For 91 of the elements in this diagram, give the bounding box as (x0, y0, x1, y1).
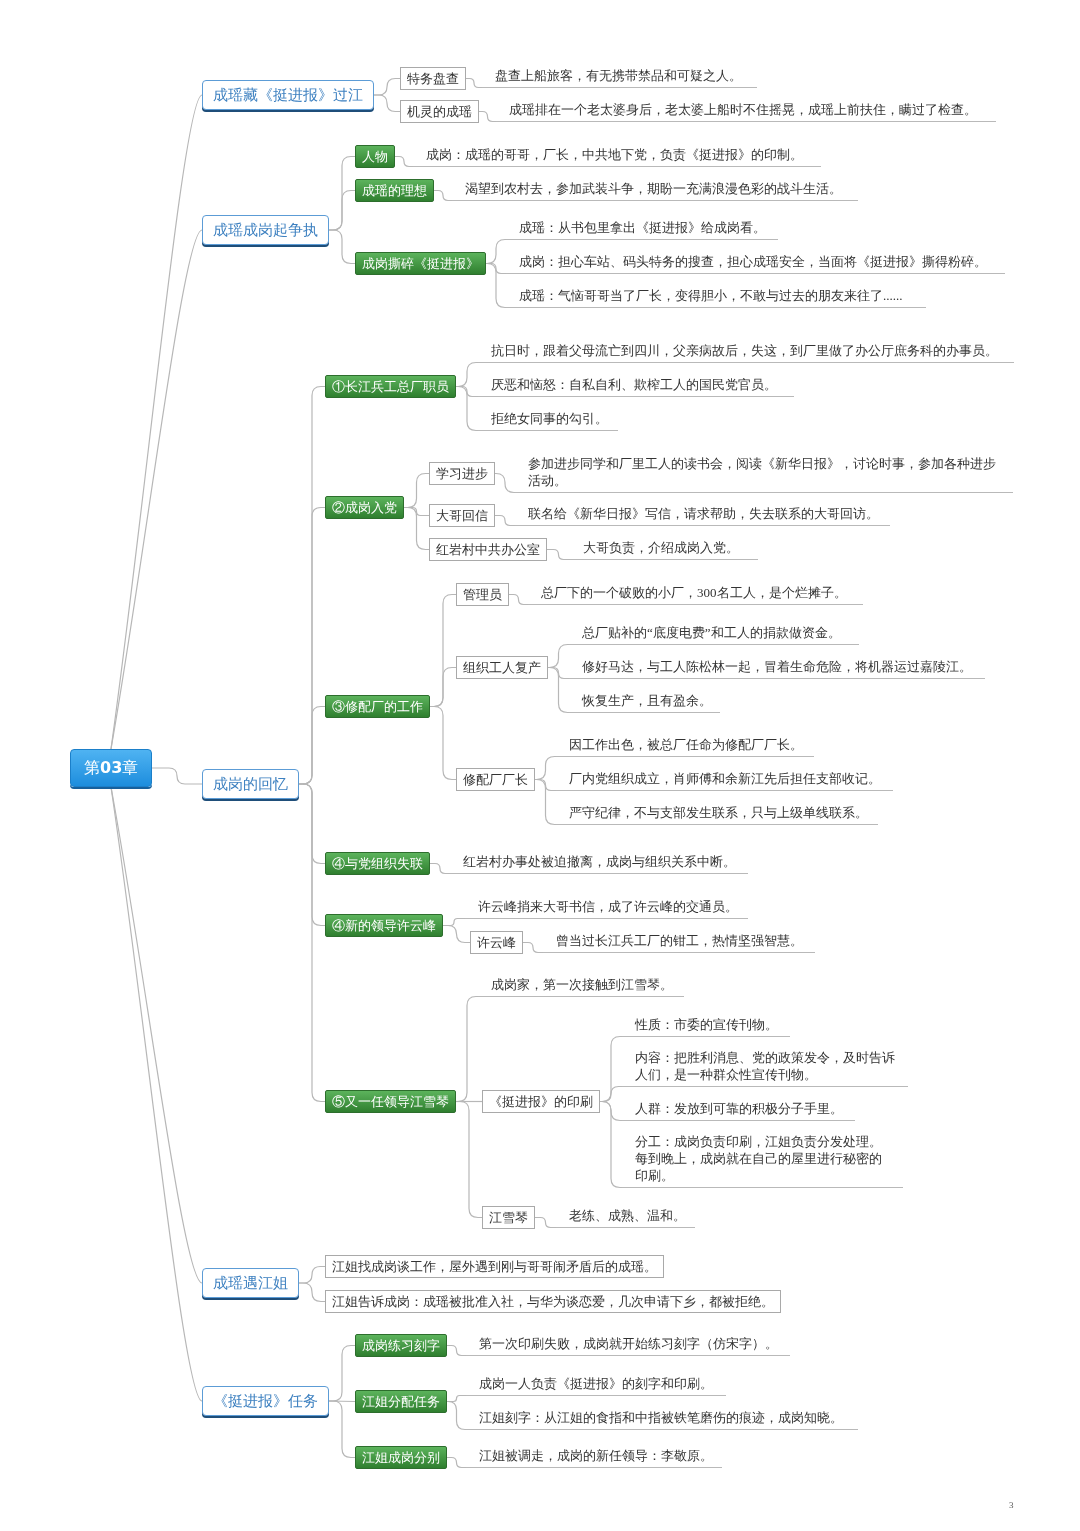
branch-text: 抗日时，跟着父母流亡到四川，父亲病故后，失这，到厂里做了办公厅庶务科的办事员。 (478, 342, 1014, 363)
branch-text: 人群：发放到可靠的积极分子手里。 (622, 1100, 855, 1121)
connector-line (534, 1216, 557, 1229)
branch-text: 成瑶：气恼哥哥当了厂长，变得胆小，不敢与过去的朋友来往了...... (506, 287, 926, 308)
branch-text: 参加进步同学和厂里工人的读书会，阅读《新华日报》，讨论时事，参加各种进步活动。 (515, 455, 1013, 493)
label-box: 江姐找成岗谈工作，屋外遇到刚与哥哥闹矛盾后的成瑶。 (325, 1254, 664, 1278)
connector-line (478, 110, 497, 123)
topic-box: 成瑶遇江姐 (202, 1268, 299, 1298)
topic-box: 成岗的回忆 (202, 769, 299, 799)
branch-text: 红岩村办事处被迫撤离，成岗与组织关系中断。 (450, 853, 748, 874)
label-box: 江雪琴 (482, 1205, 535, 1229)
connector-line (328, 1400, 356, 1459)
branch-text: 许云峰捎来大哥书信，成了许云峰的交通员。 (465, 898, 748, 919)
branch-text: 分工：成岗负责印刷，江姐负责分发处理。每到晚上，成岗就在自己的屋里进行秘密的印刷。 (622, 1133, 903, 1188)
label-box: 江姐告诉成岗：成瑶被批准入社，与华为谈恋爱，几次申请下乡，都被拒绝。 (325, 1289, 781, 1313)
connector-line (446, 1400, 467, 1431)
connector-line (465, 77, 483, 89)
branch-text: 内容：把胜利消息、党的政策发令，及时告诉人们，是一种群众性宣传刊物。 (622, 1049, 908, 1087)
connector-line (429, 862, 451, 875)
connector-line (446, 1344, 467, 1357)
label-box: 修配厂厂长 (456, 767, 535, 791)
branch-text: 成岗一人负责《挺进报》的刻字和印刷。 (466, 1375, 726, 1396)
label-box: 特务盘查 (400, 66, 466, 90)
topic-box: 成瑶成岗起争执 (202, 215, 329, 245)
label-box: 学习进步 (429, 461, 495, 485)
label-box: 机灵的成瑶 (400, 100, 479, 123)
branch-text: 大哥负责，介绍成岗入党。 (570, 539, 758, 560)
branch-text: 老练、成熟、温和。 (556, 1207, 695, 1228)
connector-line (433, 189, 453, 202)
subtopic-box: ④与党组织失联 (325, 851, 430, 875)
branch-text: 总厂下的一个破败的小厂，300名工人，是个烂摊子。 (528, 584, 863, 605)
connector-line (546, 548, 571, 561)
branch-text: 成岗家，第一次接触到江雪琴。 (478, 976, 684, 997)
connector-line (446, 1456, 467, 1469)
branch-text: 江姐刻字：从江姐的食指和中指被铁笔磨伤的痕迹，成岗知晓。 (466, 1409, 858, 1430)
label-box: 大哥回信 (429, 504, 495, 527)
branch-text: 第一次印刷失败，成岗就开始练习刻字（仿宋字）。 (466, 1335, 790, 1356)
branch-text: 成岗：担心车站、码头特务的搜查，担心成瑶安全，当面将《挺进报》撕得粉碎。 (506, 253, 1005, 274)
page-number: 3 (1009, 1500, 1014, 1511)
connector-line (508, 593, 529, 606)
branch-text: 厌恶和恼怒：自私自利、欺榨工人的国民党官员。 (478, 376, 794, 397)
subtopic-box: ③修配厂的工作 (325, 694, 430, 718)
branch-text: 江姐被调走，成岗的新任领导：李敬原。 (466, 1447, 722, 1468)
subtopic-box: 成瑶的理想 (355, 179, 434, 202)
label-box: 《挺进报》的印刷 (482, 1090, 600, 1113)
subtopic-box: ①长江兵工总厂职员 (325, 375, 456, 398)
branch-text: 成瑶：从书包里拿出《挺进报》给成岗看。 (506, 219, 778, 240)
connector-line (110, 786, 203, 1402)
topic-box: 成瑶藏《挺进报》过江 (202, 80, 374, 110)
topic-box: 《挺进报》任务 (202, 1386, 329, 1416)
subtopic-box: 江姐分配任务 (355, 1389, 447, 1413)
branch-text: 渴望到农村去，参加武装斗争，期盼一充满浪漫色彩的战斗生活。 (452, 180, 858, 201)
connector-line (485, 262, 507, 309)
subtopic-box: ⑤又一任领导江雪琴 (325, 1090, 456, 1113)
connector-line (298, 1282, 326, 1303)
branch-text: 恢复生产，且有盈余。 (569, 692, 720, 713)
subtopic-box: ④新的领导许云峰 (325, 913, 443, 937)
branch-text: 性质：市委的宣传刊物。 (622, 1016, 790, 1037)
label-box: 组织工人复产 (456, 655, 548, 679)
branch-text: 厂内党组织成立，肖师傅和余新江先后担任支部收记。 (556, 770, 893, 791)
connector-line (328, 229, 356, 265)
branch-text: 修好马达，与工人陈松林一起，冒着生命危险，将机器运过嘉陵江。 (569, 658, 985, 679)
connector-line (298, 783, 326, 1103)
subtopic-box: ②成岗入党 (325, 496, 404, 519)
branch-text: 严守纪律，不与支部发生联系，只与上级单线联系。 (556, 804, 878, 825)
connector-line (547, 666, 570, 714)
connector-line (494, 514, 516, 527)
label-box: 许云峰 (470, 930, 523, 954)
connector-line (373, 94, 401, 113)
subtopic-box: 江姐成岗分别 (355, 1445, 447, 1469)
branch-text: 盘查上船旅客，有无携带禁品和可疑之人。 (482, 67, 757, 88)
subtopic-box: 成岗撕碎《挺进报》 (355, 252, 486, 275)
connector-line (534, 778, 557, 826)
connector-line (151, 767, 203, 785)
branch-text: 成瑶排在一个老太婆身后，老太婆上船时不住摇晃，成瑶上前扶住，瞒过了检查。 (496, 101, 996, 122)
label-box: 红岩村中共办公室 (429, 538, 547, 561)
connector-line (522, 941, 544, 954)
subtopic-box: 人物 (355, 144, 395, 168)
branch-text: 拒绝女同事的勾引。 (478, 410, 618, 431)
branch-text: 总厂贴补的“底度电费”和工人的捐款做资金。 (569, 624, 859, 645)
connector-line (394, 155, 414, 168)
subtopic-box: 成岗练习刻字 (355, 1333, 447, 1357)
branch-text: 因工作出色，被总厂任命为修配厂厂长。 (556, 736, 814, 757)
connector-line (110, 229, 203, 750)
branch-text: 成岗：成瑶的哥哥，厂长，中共地下党，负责《挺进报》的印制。 (413, 146, 821, 167)
connector-line (442, 924, 471, 944)
label-box: 管理员 (456, 582, 509, 606)
central-topic-box: 第03章 (70, 749, 153, 787)
branch-text: 曾当过长江兵工厂的钳工，热情坚强智慧。 (543, 932, 815, 953)
branch-text: 联名给《新华日报》写信，请求帮助，失去联系的大哥回访。 (515, 505, 890, 526)
connector-line (494, 472, 516, 494)
